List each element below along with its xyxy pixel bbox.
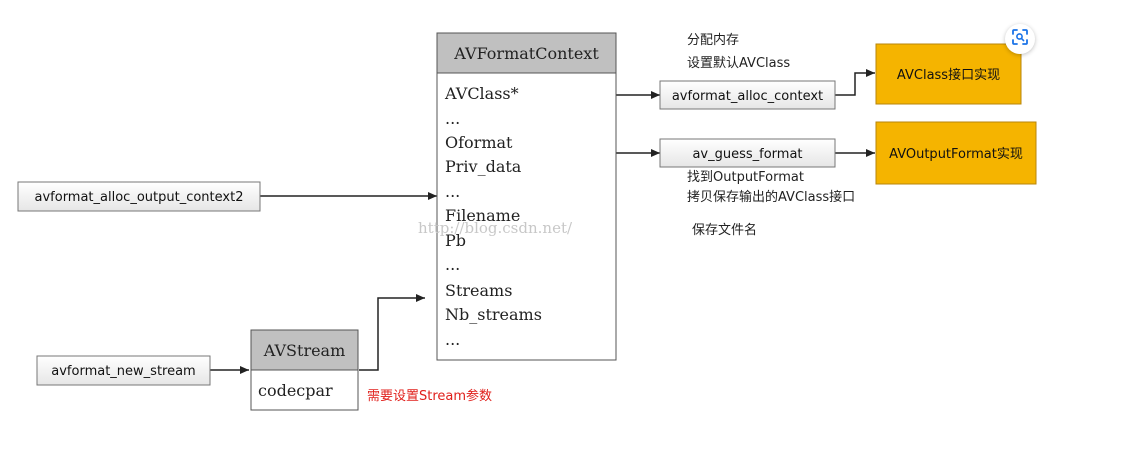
- annotation-find-outputformat: 找到OutputFormat: [687, 170, 804, 185]
- avformat-alloc-output-context2-box[interactable]: avformat_alloc_output_context2: [17, 181, 261, 212]
- field-pb: Pb: [445, 231, 466, 250]
- field-ellipsis: ...: [445, 109, 460, 128]
- annotation-copy-avclass: 拷贝保存输出的AVClass接口: [687, 189, 855, 205]
- arrow-alloc-context-to-avclass-impl: [835, 69, 875, 96]
- annotation-save-filename: 保存文件名: [692, 222, 757, 238]
- field-priv-data: Priv_data: [445, 157, 522, 176]
- annotation-set-default-avclass: 设置默认AVClass: [687, 55, 790, 71]
- field-ellipsis: ...: [445, 330, 460, 349]
- field-oformat: Oformat: [445, 133, 513, 152]
- field-codecpar: codecpar: [258, 381, 333, 400]
- avformat-alloc-context-box[interactable]: avformat_alloc_context: [659, 80, 836, 110]
- field-ellipsis: ...: [445, 255, 460, 274]
- avformat-alloc-context-label: avformat_alloc_context: [672, 89, 823, 104]
- connectors: [210, 69, 875, 374]
- avformat-new-stream-label: avformat_new_stream: [51, 364, 195, 379]
- field-streams: Streams: [445, 281, 512, 300]
- arrow-avstream-to-streams: [359, 294, 425, 371]
- field-ellipsis: ...: [445, 182, 460, 201]
- field-filename: Filename: [445, 206, 520, 225]
- annotation-set-stream-params: 需要设置Stream参数: [367, 388, 492, 404]
- annotation-alloc-memory: 分配内存: [687, 32, 739, 48]
- avstream-box: AVStream codecpar: [250, 329, 359, 411]
- avformatcontext-title: AVFormatContext: [453, 44, 599, 63]
- av-guess-format-label: av_guess_format: [692, 147, 802, 162]
- avclass-impl-label: AVClass接口实现: [897, 67, 1000, 83]
- avoutputformat-impl-box: AVOutputFormat实现: [875, 121, 1037, 185]
- watermark: http://blog.csdn.net/: [418, 219, 573, 237]
- visual-search-icon: [1011, 28, 1029, 50]
- avoutputformat-impl-label: AVOutputFormat实现: [889, 147, 1023, 162]
- avclass-impl-box: AVClass接口实现: [875, 43, 1022, 105]
- avstream-title: AVStream: [263, 341, 346, 360]
- av-guess-format-box[interactable]: av_guess_format: [659, 138, 836, 168]
- avformat-alloc-output-context2-label: avformat_alloc_output_context2: [35, 190, 244, 205]
- avformat-new-stream-box[interactable]: avformat_new_stream: [36, 355, 211, 386]
- field-nb-streams: Nb_streams: [445, 305, 542, 324]
- visual-search-button[interactable]: [1005, 24, 1035, 54]
- field-avclass: AVClass*: [444, 84, 519, 103]
- avformatcontext-box: AVFormatContext AVClass* ... Oformat Pri…: [436, 32, 617, 361]
